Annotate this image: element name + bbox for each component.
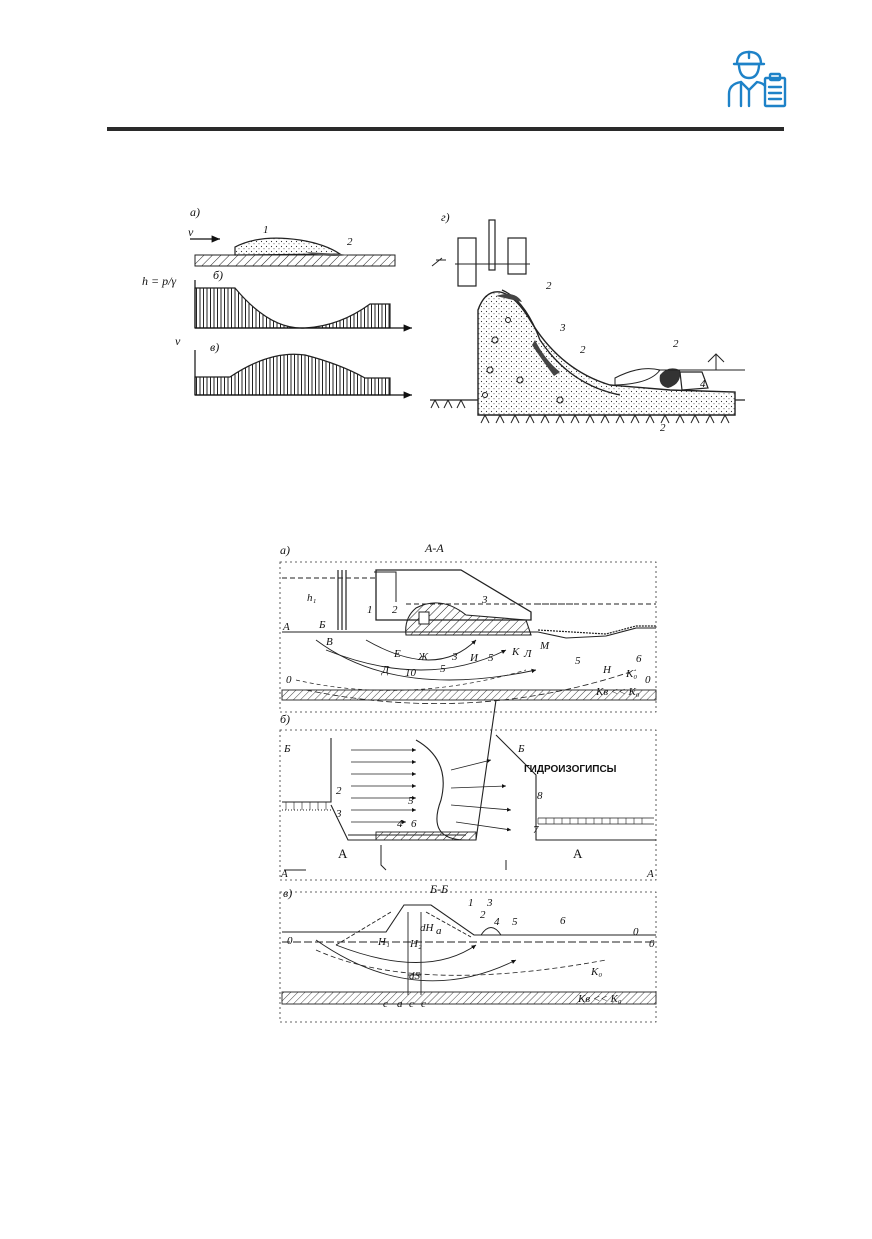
fig2-label-b: б) <box>280 712 291 726</box>
fig2-c-section: Б-Б <box>430 882 449 896</box>
fig2-b-A-bottom-left: А <box>281 868 288 880</box>
fig2-a-n3: 3 <box>482 594 488 606</box>
fig2-b-n8: 8 <box>537 790 543 802</box>
fig1-d-n3: 3 <box>560 322 566 334</box>
fig2-b-A-right: А <box>573 846 583 861</box>
fig2-a-zero-l: 0 <box>286 674 292 686</box>
fig2-a-n3b: 3 <box>452 651 458 663</box>
fig2-b-n2: 2 <box>336 785 342 797</box>
fig2-a-K: К <box>512 646 520 658</box>
fig1-d-n2d: 2 <box>660 422 666 434</box>
fig2-c-zero-far-right: 0 <box>649 938 655 950</box>
fig2-a-V: В <box>326 636 333 648</box>
fig2-a-L: Л <box>524 648 532 660</box>
fig2-c-aa: a <box>397 998 403 1010</box>
fig2-c-c2: c <box>409 998 414 1010</box>
fig1-d-n4: 4 <box>700 378 706 390</box>
engineer-with-clipboard-icon <box>727 50 787 108</box>
fig2-b-n4: 4 <box>397 818 403 830</box>
fig2-b-A-left: А <box>338 846 348 861</box>
fig1-label-b: б) <box>213 268 224 282</box>
fig2-c-ds: dS <box>409 970 420 982</box>
fig2-c-k0: K₀ <box>591 966 603 978</box>
fig2-a-n6: 6 <box>636 653 642 665</box>
fig2-a-n10: 10 <box>405 667 416 679</box>
fig1-a-velocity: v <box>188 225 194 239</box>
fig2-a-E: Е <box>394 648 401 660</box>
fig2-b-n6: 6 <box>411 818 417 830</box>
fig1-a-n1: 1 <box>263 224 269 236</box>
figure-1-drawing <box>190 219 745 424</box>
fig1-d-n2c: 2 <box>673 338 679 350</box>
fig2-a-n1: 1 <box>367 604 373 616</box>
fig2-a-I: И <box>470 652 478 664</box>
fig2-a-zero-r: 0 <box>645 674 651 686</box>
fig2-a-N: Н <box>603 664 611 676</box>
fig2-c-kb: Kв << K₀ <box>578 993 622 1005</box>
fig2-label-a: а) <box>280 543 290 557</box>
fig2-b-caption: ГИДРОИЗОГИПСЫ <box>524 764 617 775</box>
fig1-a-n2: 2 <box>347 236 353 248</box>
fig2-c-dh: dH <box>420 922 434 934</box>
fig1-d-n2a: 2 <box>546 280 552 292</box>
fig2-c-h2: H₂ <box>410 938 422 950</box>
fig2-c-c1: c <box>383 998 388 1010</box>
fig2-c-c3: c <box>421 998 426 1010</box>
fig2-b-B-right: Б <box>518 743 525 755</box>
fig2-b-n5: 5 <box>408 795 414 807</box>
fig1-label-d: г) <box>441 210 450 224</box>
fig2-c-zero-left: 0 <box>287 935 293 947</box>
fig2-c-zero-right: 0 <box>633 926 639 938</box>
fig2-a-n5b: 5 <box>440 663 446 675</box>
fig1-c-velocity: v <box>175 334 181 348</box>
fig2-a-B: Б <box>319 619 326 631</box>
fig2-a-A: А <box>283 621 290 633</box>
fig2-b-B-left: Б <box>284 743 291 755</box>
fig2-c-n1: 1 <box>468 897 474 909</box>
fig2-c-n5: 5 <box>512 916 518 928</box>
fig2-a-Zh: Ж <box>418 651 429 663</box>
fig2-a-n5c: 5 <box>575 655 581 667</box>
fig2-a-section: А-А <box>425 541 444 555</box>
fig2-c-n2: 2 <box>480 909 486 921</box>
fig1-label-a: а) <box>190 205 200 219</box>
fig1-b-pressure: h = p/γ <box>142 274 177 288</box>
fig2-a-M: М <box>540 640 550 652</box>
fig2-b-A-bottom-right: А <box>647 868 654 880</box>
fig2-a-n5a: 5 <box>488 652 494 664</box>
fig2-c-n4: 4 <box>494 916 500 928</box>
figure-2-drawing <box>279 561 657 1023</box>
fig2-label-c: в) <box>283 886 293 900</box>
fig2-b-n3: 3 <box>336 808 342 820</box>
fig2-c-h1: H₁ <box>378 936 390 948</box>
fig2-b-n7: 7 <box>533 824 539 836</box>
fig2-a-n2: 2 <box>392 604 398 616</box>
fig2-a-k0: K₀ <box>626 668 638 680</box>
header-rule <box>107 127 784 131</box>
fig2-a-h1: h₁ <box>307 592 317 604</box>
fig2-a-kb: Kв << K₀ <box>596 686 640 698</box>
fig2-c-a: a <box>436 925 442 937</box>
fig2-a-D: Д <box>382 664 389 676</box>
fig1-label-c: в) <box>210 340 220 354</box>
fig2-c-n6: 6 <box>560 915 566 927</box>
fig1-d-n2b: 2 <box>580 344 586 356</box>
fig2-c-n3: 3 <box>487 897 493 909</box>
